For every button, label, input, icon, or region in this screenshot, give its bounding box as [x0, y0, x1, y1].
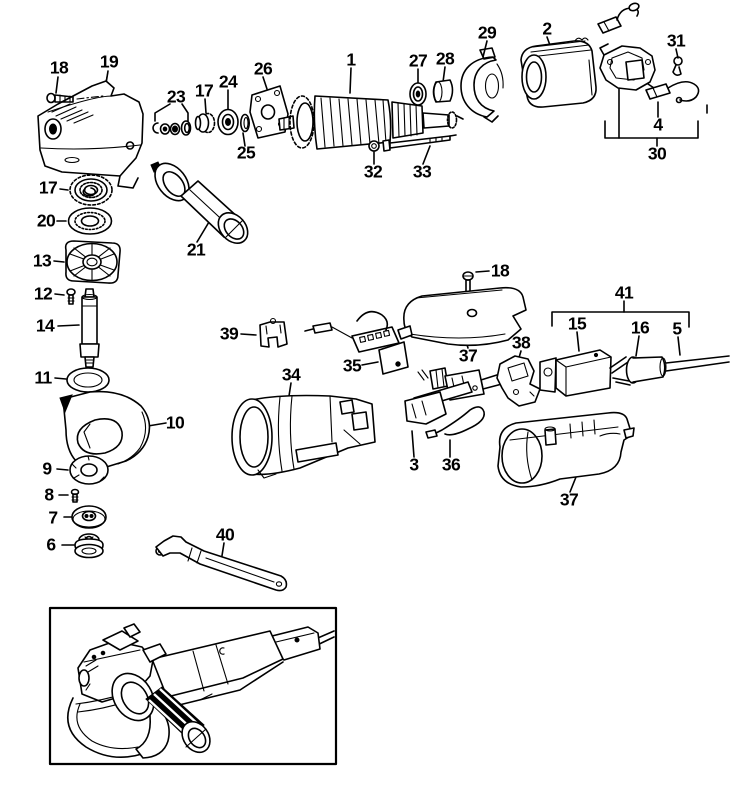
part-label-8-26: 8: [44, 484, 54, 505]
armature-drawing: [278, 95, 464, 150]
plate-26-drawing: [249, 85, 289, 139]
side-handle-drawing: [150, 161, 249, 244]
part-label-41-35: 41: [614, 282, 634, 303]
part-label-1-6: 1: [346, 49, 356, 70]
handle-housing-37-drawing: [497, 411, 635, 488]
inset-frame: [48, 606, 338, 766]
part-label-9-25: 9: [42, 458, 52, 479]
brush-holder-assembly-drawing: [599, 43, 656, 91]
washer-set-23-drawing: [152, 120, 192, 136]
part-label-5-38: 5: [672, 318, 682, 339]
part-label-29-9: 29: [477, 22, 497, 43]
motor-housing-34-drawing: [231, 394, 376, 479]
part-label-30-16: 30: [647, 143, 667, 164]
inner-flange-9-drawing: [69, 455, 109, 485]
spring-clip-31-drawing: [672, 56, 683, 76]
part-label-13-20: 13: [32, 250, 52, 271]
part-label-6-28: 6: [46, 534, 56, 555]
spanner-wrench-40-drawing: [155, 535, 288, 592]
part-label-20-19: 20: [36, 210, 56, 231]
cord-5-drawing: [665, 355, 730, 372]
cord-protector-16-drawing: [609, 356, 667, 386]
part-label-37-33: 37: [458, 345, 478, 366]
part-label-18-0: 18: [49, 57, 69, 78]
bearing-flange-13-drawing: [64, 240, 121, 284]
part-label-4-15: 4: [653, 114, 663, 135]
o-ring-11-drawing: [66, 367, 110, 393]
spindle-14-drawing: [79, 288, 100, 368]
part-label-16-37: 16: [630, 317, 650, 338]
part-label-33-14: 33: [412, 161, 432, 182]
part-label-27-7: 27: [408, 50, 428, 71]
part-label-39-29: 39: [219, 323, 239, 344]
clamp-nut-6-drawing: [74, 533, 104, 559]
part-label-17-18: 17: [38, 177, 58, 198]
guard-10-drawing: [59, 390, 151, 470]
assembled-grinder-inset: [48, 606, 338, 766]
switch-15-drawing: [539, 349, 612, 397]
part-label-18-32: 18: [490, 260, 510, 281]
part-label-25-12: 25: [236, 142, 256, 163]
part-label-32-13: 32: [363, 161, 383, 182]
part-label-2-10: 2: [542, 18, 552, 39]
nut-32-drawing: [368, 140, 380, 152]
outer-washer-7-drawing: [71, 505, 107, 529]
lead-wire-36-drawing: [425, 406, 485, 439]
fan-baffle-29-drawing: [460, 47, 504, 123]
part-label-37-41: 37: [559, 489, 579, 510]
top-cover-37-drawing: [397, 286, 527, 347]
part-label-24-4: 24: [218, 71, 238, 92]
part-label-11-23: 11: [34, 367, 52, 388]
spindle-lock-38-drawing: [480, 355, 541, 407]
field-coil-drawing: [520, 37, 597, 108]
part-label-19-1: 19: [99, 51, 119, 72]
part-label-35-30: 35: [342, 355, 362, 376]
clip-39-drawing: [259, 317, 288, 348]
bevel-gear-17-drawing: [194, 112, 216, 134]
bearing-24-drawing: [217, 108, 239, 136]
part-label-34-31: 34: [281, 364, 301, 385]
carbon-brush-top-drawing: [597, 2, 640, 34]
bolt-33-drawing: [382, 134, 457, 152]
part-label-12-21: 12: [33, 283, 53, 304]
part-label-36-40: 36: [441, 454, 461, 475]
screw-8-drawing: [70, 488, 80, 503]
part-label-7-27: 7: [48, 507, 58, 528]
part-label-3-39: 3: [409, 454, 419, 475]
part-label-28-8: 28: [435, 48, 455, 69]
part-label-26-5: 26: [253, 58, 273, 79]
washer-20-drawing: [67, 207, 113, 235]
gear-17-drawing: [69, 174, 113, 206]
part-label-17-3: 17: [194, 80, 214, 101]
bearing-27-drawing: [409, 82, 427, 106]
part-label-10-24: 10: [165, 412, 185, 433]
sleeve-28-drawing: [432, 79, 454, 103]
screw-12-drawing: [66, 288, 76, 305]
screw-18-top-drawing: [46, 92, 104, 104]
gearbox-housing-drawing: [37, 71, 144, 189]
part-label-15-36: 15: [567, 313, 587, 334]
part-label-21-17: 21: [186, 239, 206, 260]
part-label-40-42: 40: [215, 524, 235, 545]
trigger-assembly-3-drawing: [404, 367, 485, 425]
carbon-brush-4-drawing: [645, 80, 700, 104]
part-label-38-34: 38: [511, 332, 531, 353]
washer-25-drawing: [240, 113, 251, 133]
part-label-31-11: 31: [666, 30, 686, 51]
part-label-14-22: 14: [35, 315, 55, 336]
part-label-23-2: 23: [166, 86, 186, 107]
